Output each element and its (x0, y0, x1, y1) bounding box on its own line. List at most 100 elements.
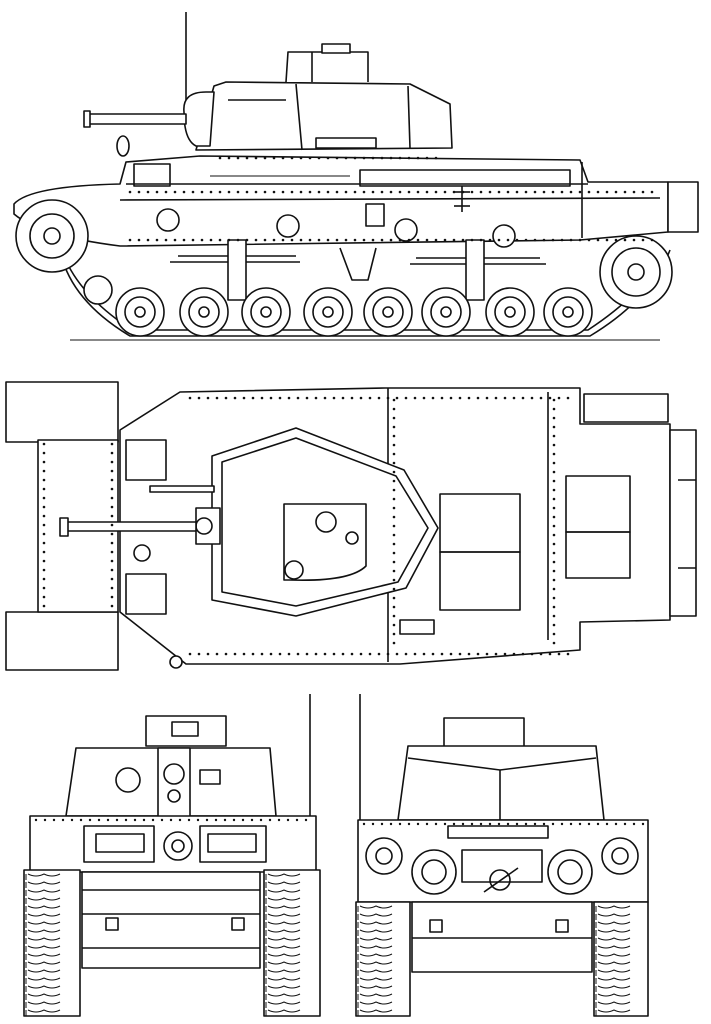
rivet (353, 156, 357, 160)
rivet (623, 238, 627, 242)
rivet (106, 818, 110, 822)
rivet (341, 396, 345, 400)
rivet (488, 238, 492, 242)
rivet (42, 505, 46, 509)
rivet (137, 190, 141, 194)
rivet (542, 190, 546, 194)
rivet (632, 190, 636, 194)
rivet (332, 652, 336, 656)
rivet (344, 238, 348, 242)
rivet (371, 238, 375, 242)
rivet (224, 396, 228, 400)
rivet (260, 652, 264, 656)
rivet (200, 190, 204, 194)
rivet (317, 238, 321, 242)
rivet (506, 822, 510, 826)
road-wheel (179, 287, 229, 337)
rivet (137, 238, 141, 242)
rivet (326, 190, 330, 194)
track-link (597, 945, 631, 949)
rivet (42, 469, 46, 473)
rivet (290, 190, 294, 194)
tank-side-view (13, 12, 699, 341)
rivet (494, 652, 498, 656)
rivet (416, 190, 420, 194)
rivet (290, 156, 294, 160)
rivet (552, 479, 556, 483)
track-link (27, 977, 61, 981)
rivet (281, 238, 285, 242)
rivet (42, 586, 46, 590)
rivet (578, 822, 582, 826)
track-link (359, 1001, 393, 1005)
rivet (392, 416, 396, 420)
rivet (392, 407, 396, 411)
rivet (362, 156, 366, 160)
rivet (596, 190, 600, 194)
track-link (597, 1009, 631, 1013)
main-gun (83, 110, 187, 157)
rivet (79, 818, 83, 822)
rivet (506, 190, 510, 194)
rivet (128, 238, 132, 242)
rivet (169, 818, 173, 822)
rivet (232, 818, 236, 822)
track-link (267, 937, 301, 941)
rivet (392, 587, 396, 591)
rivet (452, 238, 456, 242)
rivet (254, 190, 258, 194)
track-link (27, 937, 61, 941)
rivet (552, 551, 556, 555)
rivet (539, 396, 543, 400)
rivet (389, 156, 393, 160)
rivet (224, 652, 228, 656)
rivet (425, 190, 429, 194)
rivet (461, 190, 465, 194)
track-link (267, 985, 301, 989)
rivet (443, 190, 447, 194)
rivet (215, 396, 219, 400)
rivet (209, 190, 213, 194)
rivet (281, 190, 285, 194)
rivet (380, 238, 384, 242)
rivet (326, 156, 330, 160)
rivet (524, 822, 528, 826)
rivet (110, 487, 114, 491)
rivet (552, 632, 556, 636)
rivet (551, 822, 555, 826)
rivet (416, 156, 420, 160)
rivet (392, 470, 396, 474)
rivet (596, 822, 600, 826)
track-link (359, 977, 393, 981)
rivet (115, 818, 119, 822)
track-link (267, 969, 301, 973)
rivet (296, 652, 300, 656)
rivet (641, 190, 645, 194)
rivet (485, 396, 489, 400)
rivet (650, 190, 654, 194)
rivet (42, 451, 46, 455)
rivet (515, 822, 519, 826)
rivet (164, 238, 168, 242)
rivet (227, 190, 231, 194)
rivet (479, 822, 483, 826)
track-link (597, 993, 631, 997)
rivet (335, 156, 339, 160)
rivet (386, 652, 390, 656)
track-link (359, 1009, 393, 1013)
rivet (205, 818, 209, 822)
rivet (605, 822, 609, 826)
rivet (52, 818, 56, 822)
rivet (335, 190, 339, 194)
rivet (110, 604, 114, 608)
rivet (308, 156, 312, 160)
track-link (359, 937, 393, 941)
rivet (578, 190, 582, 194)
hull-side (13, 155, 699, 281)
rivet (392, 632, 396, 636)
rivet (359, 652, 363, 656)
rivet (110, 496, 114, 500)
rivet (110, 550, 114, 554)
rivet (160, 818, 164, 822)
